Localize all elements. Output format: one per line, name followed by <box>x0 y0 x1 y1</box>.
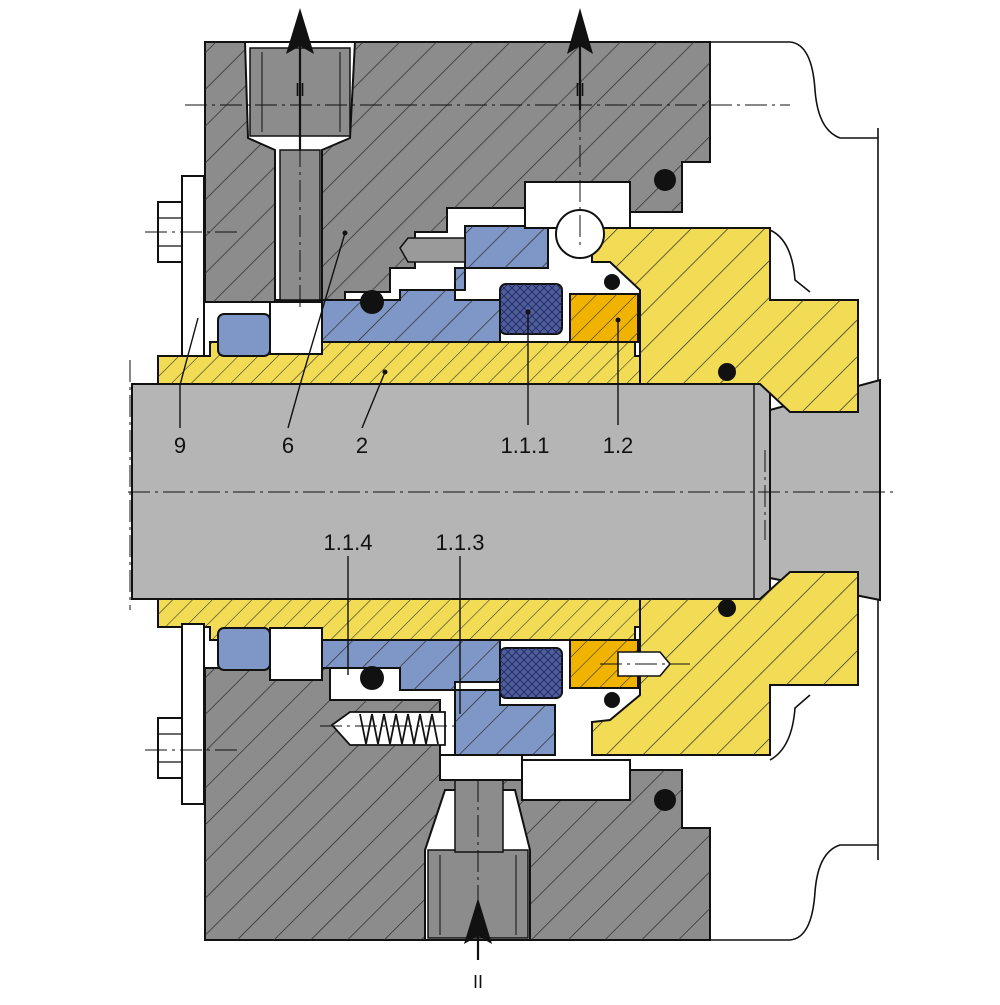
spring-1-1-3 <box>330 711 446 746</box>
lower-block <box>521 759 631 801</box>
label-part-1-2: 1.2 <box>603 433 634 458</box>
o-ring <box>360 666 384 690</box>
spring-housing <box>330 711 446 746</box>
o-rings <box>360 169 736 811</box>
o-ring <box>718 363 736 381</box>
holder-lower-hatch <box>320 640 555 755</box>
leader-dot-6 <box>342 230 348 236</box>
o-ring <box>604 274 620 290</box>
label-part-2: 2 <box>356 433 368 458</box>
shaft <box>131 378 881 602</box>
o-ring <box>654 169 676 191</box>
holder-upper-hatch <box>320 226 548 342</box>
arrow-top-right-head <box>567 8 593 54</box>
carbon-ring-lower-pattern <box>500 648 562 698</box>
carbon-ring-upper-pattern <box>500 284 562 334</box>
leader-dot-2 <box>382 369 388 375</box>
lower-step <box>439 754 523 781</box>
o-ring <box>360 290 384 314</box>
seat-upper-hatch <box>570 294 638 342</box>
seal-face-holder <box>217 225 556 756</box>
label-port-top-right: II <box>575 80 585 100</box>
leader-dot-1-2 <box>615 317 621 323</box>
flow-arrows <box>286 8 593 960</box>
collar-upper-hatch <box>592 228 858 412</box>
drive-pin <box>399 237 466 263</box>
label-port-top-left: II <box>295 80 305 100</box>
label-part-1-1-1: 1.1.1 <box>501 433 550 458</box>
leader-lines <box>179 232 619 714</box>
arrow-top-left-head <box>286 8 314 54</box>
arrow-bottom-head <box>464 898 492 944</box>
white-blocks <box>269 181 631 801</box>
spacer-upper <box>269 301 323 355</box>
port-bottom-bore <box>454 779 504 853</box>
bolt-head-lower <box>157 717 183 779</box>
label-part-1-1-4: 1.1.4 <box>324 530 373 555</box>
o-ring <box>654 789 676 811</box>
label-port-bottom: II <box>473 972 483 992</box>
gland-plate-upper <box>181 175 205 357</box>
spring-coil <box>359 713 439 745</box>
rotating-collar <box>591 227 859 756</box>
o-ring <box>718 599 736 617</box>
lock-ring-lower <box>217 627 271 671</box>
spacer-lower <box>269 627 323 681</box>
label-part-9: 9 <box>174 433 186 458</box>
collar-lower-hatch <box>592 572 858 755</box>
gland-plate-9 <box>157 175 205 805</box>
carbon-ring-1-1-1 <box>499 283 563 699</box>
o-ring <box>604 692 620 708</box>
gland-plate-lower <box>181 623 205 805</box>
lock-ring-upper <box>217 313 271 357</box>
label-part-6: 6 <box>282 433 294 458</box>
part-labels: 9 6 2 1.1.1 1.2 1.1.4 1.1.3 II II II <box>174 80 633 992</box>
leader-dot-1-1-1 <box>525 309 531 315</box>
label-part-1-1-3: 1.1.3 <box>436 530 485 555</box>
